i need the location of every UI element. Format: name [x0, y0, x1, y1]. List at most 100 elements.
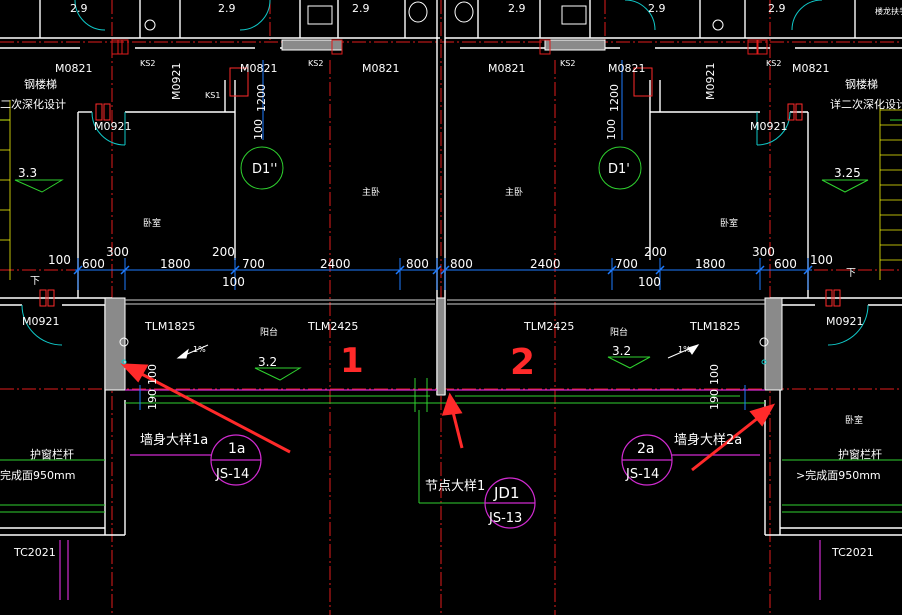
second-design-right: 详二次深化设计 — [830, 97, 902, 111]
dim-100-right: 100 — [605, 119, 618, 140]
window-strips — [125, 299, 765, 305]
dim-190-left: 190 — [146, 389, 159, 410]
dim-100-edge-left: 100 — [48, 253, 71, 267]
bubble-1a: 1a — [228, 441, 246, 457]
level-3-2-left: 3.2 — [258, 355, 277, 369]
vent-symbols — [39, 67, 841, 307]
wall-markers — [119, 337, 769, 365]
room-bedroom-lower-right: 卧室 — [845, 414, 863, 426]
bubble-jd1: JD1 — [493, 484, 520, 502]
door-label-m0821-4: M0821 — [488, 62, 526, 75]
dim-left-800: 800 — [406, 257, 429, 271]
steel-stair-right: 钢楼梯 — [845, 77, 878, 91]
dim-left-700: 700 — [242, 257, 265, 271]
texts: 2.9 2.9 2.9 2.9 2.9 2.9 M0821 M0821 M082… — [0, 2, 902, 559]
door-label-m0821-5: M0821 — [608, 62, 646, 75]
big-number-1: 1 — [340, 341, 364, 381]
ks2-label-2: KS2 — [308, 59, 323, 68]
slope-left: 1% — [193, 345, 206, 354]
room-bedroom-right: 卧室 — [720, 217, 738, 229]
window-tlm2425-right: TLM2425 — [523, 320, 574, 333]
door-label-m0821-3: M0821 — [362, 62, 400, 75]
window-tlm1825-left: TLM1825 — [144, 320, 195, 333]
dimension-lines — [75, 60, 812, 410]
room-width-2: 2.9 — [218, 2, 236, 15]
dim-right-800: 800 — [450, 257, 473, 271]
door-label-m0921-1: M0921 — [94, 120, 132, 133]
fixtures — [111, 1, 768, 55]
bubble-js14-left: JS-14 — [215, 467, 249, 482]
balcony-right: 阳台 — [610, 326, 628, 338]
finish-right: >完成面950mm — [796, 468, 881, 482]
stair-treads — [0, 100, 902, 280]
dim-right-1800: 1800 — [695, 257, 726, 271]
room-bedroom-left: 卧室 — [143, 217, 161, 229]
bubble-d1pp: D1'' — [252, 162, 277, 177]
dim-200-left: 200 — [212, 245, 235, 259]
green-lines — [0, 119, 902, 513]
room-master-bedroom-right: 主卧 — [505, 186, 523, 198]
level-markers — [14, 179, 869, 381]
dim-1200-left: 1200 — [255, 84, 268, 112]
dim-100-below-left: 100 — [222, 275, 245, 289]
door-label-m0821-2: M0821 — [240, 62, 278, 75]
room-width-5: 2.9 — [648, 2, 666, 15]
dim-right-2400: 2400 — [530, 257, 561, 271]
ks2-label-4: KS2 — [766, 59, 781, 68]
top-right-tag: 楼龙扶手 — [875, 6, 902, 16]
steel-stair-left: 钢楼梯 — [24, 77, 57, 91]
node-detail: 节点大样1 — [425, 479, 485, 494]
door-label-m0921-3: M0921 — [22, 315, 60, 328]
bubble-2a: 2a — [637, 441, 655, 457]
slope-arrows — [176, 344, 700, 359]
door-swings — [21, 0, 869, 346]
room-width-6: 2.9 — [768, 2, 786, 15]
dim-right-700: 700 — [615, 257, 638, 271]
door-label-m0821-1: M0821 — [55, 62, 93, 75]
dim-190-right: 190 — [708, 389, 721, 410]
ks2-label-3: KS2 — [560, 59, 575, 68]
level-3-2-right: 3.2 — [612, 344, 631, 358]
wall-pillars — [104, 39, 783, 396]
dim-100-balcony-left: 100 — [146, 364, 159, 385]
dim-300-right: 300 — [752, 245, 775, 259]
green-bubbles — [240, 146, 642, 190]
dim-100-edge-right: 100 — [810, 253, 833, 267]
window-tlm1825-right: TLM1825 — [689, 320, 740, 333]
balcony-left: 阳台 — [260, 326, 278, 338]
detail-bubbles — [130, 434, 760, 529]
dim-100-balcony-right: 100 — [708, 364, 721, 385]
big-number-2: 2 — [510, 342, 535, 383]
down-mark-right: 下 — [846, 268, 856, 279]
slope-right: 1% — [678, 345, 691, 354]
door-label-m0921-2: M0921 — [750, 120, 788, 133]
dim-left-1800: 1800 — [160, 257, 191, 271]
dim-right-600: 600 — [774, 257, 797, 271]
door-label-m0921-vert-2: M0921 — [704, 63, 717, 101]
level-3-25: 3.25 — [834, 166, 861, 180]
room-width-3: 2.9 — [352, 2, 370, 15]
bubble-js13: JS-13 — [488, 511, 522, 526]
annotation-arrows — [120, 363, 776, 472]
ks1-label: KS1 — [205, 91, 220, 100]
second-design-left: 二次深化设计 — [0, 97, 66, 111]
magenta-lines — [59, 389, 821, 600]
door-label-m0921-4: M0921 — [826, 315, 864, 328]
dim-200-right: 200 — [644, 245, 667, 259]
dim-1200-right: 1200 — [608, 84, 621, 112]
dim-100-left: 100 — [252, 119, 265, 140]
window-tlm2425-left: TLM2425 — [307, 320, 358, 333]
room-master-bedroom-left: 主卧 — [362, 186, 380, 198]
wall-detail-1a: 墙身大样1a — [140, 432, 208, 448]
dim-left-2400: 2400 — [320, 257, 351, 271]
railing-right: 护窗栏杆 — [838, 447, 882, 461]
room-width-4: 2.9 — [508, 2, 526, 15]
door-label-m0921-vert-1: M0921 — [170, 63, 183, 101]
window-tc2021-left: TC2021 — [13, 546, 56, 559]
bubble-js14-right: JS-14 — [625, 467, 659, 482]
room-width-1: 2.9 — [70, 2, 88, 15]
dim-100-below-right: 100 — [638, 275, 661, 289]
ks2-label-1: KS2 — [140, 59, 155, 68]
level-3-3: 3.3 — [18, 166, 37, 180]
